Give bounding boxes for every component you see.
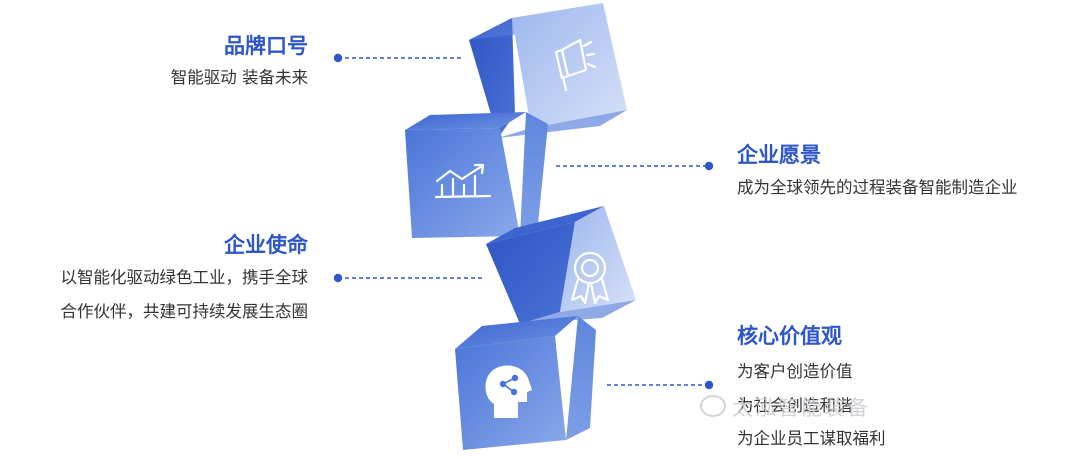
dot-mission: [333, 273, 343, 283]
mission-line-2: 合作伙伴，共建可持续发展生态圈: [60, 302, 309, 321]
core-values-title: 核心价值观: [737, 324, 842, 348]
megaphone-icon: [554, 38, 597, 92]
growth-chart-icon: [434, 163, 492, 199]
core-value-2: 为社会创造和谐: [737, 396, 853, 415]
mission-title: 企业使命: [224, 233, 308, 257]
head-network-icon: [485, 365, 532, 418]
dot-vision: [704, 161, 714, 171]
core-value-3: 为企业员工谋取福利: [737, 429, 886, 448]
cube-core-values: [455, 316, 596, 450]
watermark-text: 太泓智能装备: [732, 396, 870, 420]
connector-lines: [338, 57, 706, 386]
watermark: 太泓智能装备: [700, 392, 870, 422]
dot-core-values: [704, 380, 714, 390]
mission-line-1: 以智能化驱动绿色工业，携手全球: [60, 268, 309, 287]
brand-slogan-text: 智能驱动 装备未来: [170, 68, 308, 87]
vision-title: 企业愿景: [737, 143, 821, 167]
award-medal-icon: [570, 251, 610, 305]
core-value-1: 为客户创造价值: [737, 362, 853, 381]
wechat-icon: [700, 395, 726, 417]
dot-brand-slogan: [333, 53, 343, 63]
vision-text: 成为全球领先的过程装备智能制造企业: [737, 178, 1018, 197]
cube-mission: [486, 206, 636, 324]
connector-dots: [333, 53, 714, 390]
brand-slogan-title: 品牌口号: [224, 34, 308, 58]
cube-vision: [405, 112, 548, 238]
